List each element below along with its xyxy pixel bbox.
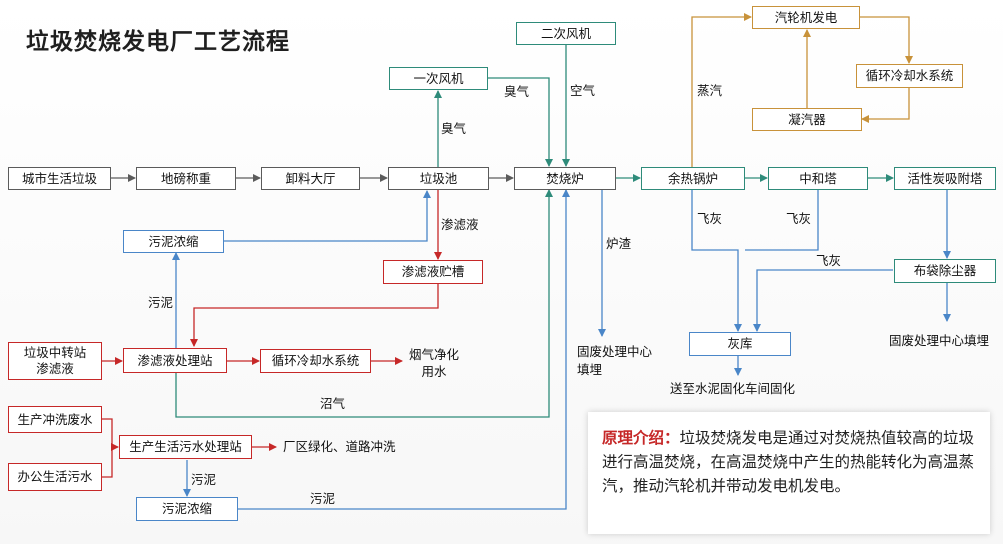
node-sewage-plant: 生产生活污水处理站 [119,435,252,459]
node-leachate-plant: 渗滤液处理站 [123,348,227,373]
label-odor-primary: 臭气 [504,84,530,99]
node-leachate-tank: 渗滤液贮槽 [383,260,483,284]
page-title: 垃圾焚烧发电厂工艺流程 [26,29,290,55]
node-waste-heat-boiler: 余热锅炉 [641,167,745,190]
node-turbine-generator: 汽轮机发电 [752,6,860,29]
node-cooling-water-top: 循环冷却水系统 [856,64,963,88]
label-biogas: 沼气 [320,396,346,411]
principle-body: 垃圾焚烧发电是通过对焚烧热值较高的垃圾进行高温焚烧，在高温焚烧中产生的热能转化为… [602,429,975,496]
label-fly-ash-1: 飞灰 [697,211,723,226]
node-condenser: 凝汽器 [752,108,862,131]
label-air: 空气 [570,83,596,98]
label-odor-secondary: 臭气 [441,121,467,136]
node-city-waste: 城市生活垃圾 [8,167,111,190]
node-neutral-tower: 中和塔 [768,167,868,190]
node-activated-carbon: 活性炭吸附塔 [894,167,996,190]
label-fly-ash-2: 飞灰 [786,211,812,226]
label-sludge-bottom-2: 污泥 [310,491,336,506]
node-incinerator: 焚烧炉 [514,167,616,190]
node-sludge-thicken-bottom: 污泥浓缩 [136,497,238,521]
node-production-wash: 生产冲洗废水 [8,406,102,433]
label-greening: 厂区绿化、道路冲洗 [283,439,396,454]
node-weighbridge: 地磅称重 [136,167,236,190]
node-ash-store: 灰库 [689,332,791,356]
label-cement-plant: 送至水泥固化车间固化 [670,381,796,396]
label-solid-waste-landfill-left: 固废处理中心 填埋 [577,344,653,378]
node-cooling-water-mid: 循环冷却水系统 [260,349,371,373]
label-solid-waste-landfill-right: 固废处理中心填埋 [889,333,990,348]
node-primary-fan: 一次风机 [389,67,488,90]
node-secondary-fan: 二次风机 [516,22,616,45]
node-unload-hall: 卸料大厅 [261,167,360,190]
node-transfer-station-leachate: 垃圾中转站 渗滤液 [8,342,102,380]
label-sludge-bottom-1: 污泥 [191,472,217,487]
label-sludge-left: 污泥 [148,295,174,310]
node-waste-pit: 垃圾池 [388,167,489,190]
label-steam: 蒸汽 [697,83,723,98]
label-fly-ash-3: 飞灰 [816,253,842,268]
label-slag: 炉渣 [606,236,632,251]
principle-heading: 原理介绍： [602,429,680,447]
node-sludge-thicken-top: 污泥浓缩 [123,230,224,253]
node-bag-filter: 布袋除尘器 [894,259,996,283]
label-flue-gas-water: 烟气净化 用水 [409,347,460,379]
node-office-sewage: 办公生活污水 [8,463,102,491]
principle-note: 原理介绍：垃圾焚烧发电是通过对焚烧热值较高的垃圾进行高温焚烧，在高温焚烧中产生的… [588,412,990,534]
label-leachate: 渗滤液 [441,217,479,232]
